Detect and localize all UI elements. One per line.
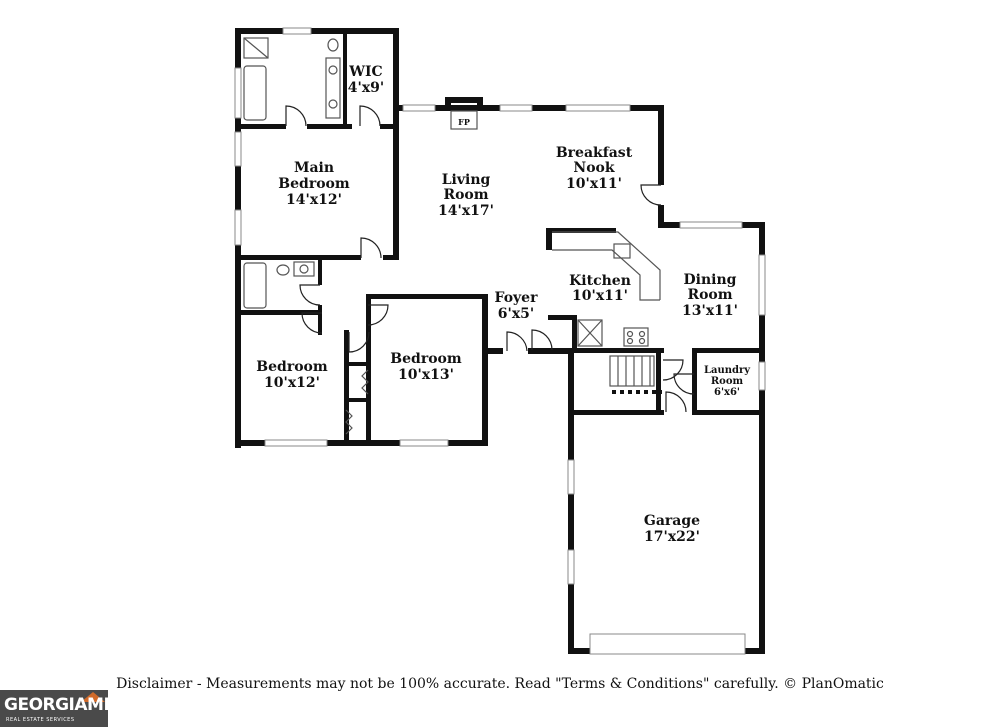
house-roof-icon (81, 692, 105, 702)
wic-dims: 4'x9' (348, 80, 384, 96)
logo-name: GEORGIAMLS (4, 695, 126, 715)
dining-room-name-2: Room (687, 287, 732, 303)
doors (285, 105, 695, 413)
main-bedroom-name-2: Bedroom (278, 176, 350, 192)
laundry-room-name-1: Laundry (704, 365, 751, 376)
foyer-name: Foyer (495, 290, 539, 306)
main-bedroom-dims: 14'x12' (286, 192, 342, 208)
georgia-mls-logo: GEORGIAMLS REAL ESTATE SERVICES (0, 690, 126, 727)
dining-room-dims: 13'x11' (682, 303, 738, 319)
windows (234, 27, 766, 655)
disclaimer-text: Disclaimer - Measurements may not be 100… (116, 676, 884, 692)
bedroom-mid-dims: 10'x13' (398, 367, 454, 383)
fireplace-label: FP (458, 117, 470, 127)
garage-name: Garage (644, 513, 700, 529)
living-room-name-2: Room (443, 187, 488, 203)
foyer-dims: 6'x5' (498, 306, 534, 322)
dining-room-name-1: Dining (684, 272, 737, 288)
bedroom-mid-name: Bedroom (390, 351, 462, 367)
living-room-name-1: Living (442, 172, 491, 188)
laundry-room-name-2: Room (711, 376, 744, 387)
bedroom-left-dims: 10'x12' (264, 375, 320, 391)
living-room-dims: 14'x17' (438, 203, 494, 219)
kitchen-name: Kitchen (569, 273, 631, 289)
walls (235, 28, 765, 654)
main-bedroom-name-1: Main (294, 160, 334, 176)
room-labels: WIC 4'x9' Main Bedroom 14'x12' FP Living… (256, 64, 751, 545)
bedroom-left-name: Bedroom (256, 359, 328, 375)
laundry-room-dims: 6'x6' (714, 387, 740, 398)
breakfast-nook-name-2: Nook (573, 160, 614, 176)
fixtures (243, 37, 662, 435)
kitchen-dims: 10'x11' (572, 288, 628, 304)
garage-dims: 17'x22' (644, 529, 700, 545)
breakfast-nook-dims: 10'x11' (566, 176, 622, 192)
breakfast-nook-name-1: Breakfast (556, 145, 633, 161)
wic-name: WIC (348, 64, 382, 80)
logo-subtitle: REAL ESTATE SERVICES (6, 717, 75, 723)
